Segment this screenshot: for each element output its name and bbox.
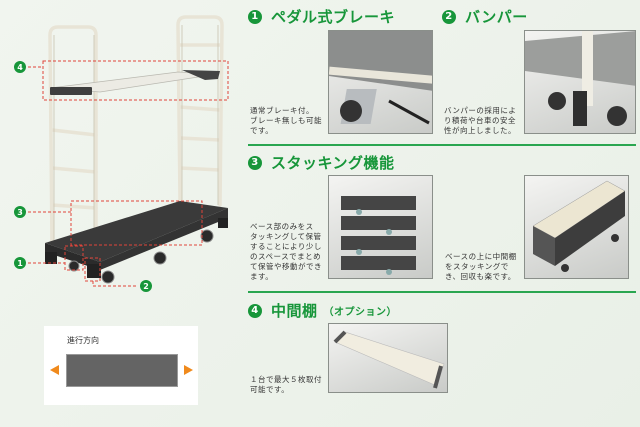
section-divider [248, 144, 636, 146]
feature-3-title: 3 スタッキング機能 [248, 152, 395, 173]
feature-3-description-2: ベースの上に中間棚 をスタッキングで き、回収も楽です。 [445, 252, 517, 281]
callout-1: 1 [14, 257, 26, 269]
number-badge: 2 [442, 9, 456, 24]
cart-base-top-view [66, 354, 178, 387]
cart-drawing [28, 15, 229, 287]
middle-shelf-photo [328, 323, 448, 393]
arrow-right-icon [184, 365, 193, 375]
bumper-photo [524, 30, 636, 134]
arrow-left-icon [50, 365, 59, 375]
feature-4-description: １台で最大５枚取付 可能です。 [250, 375, 322, 394]
feature-title-text: ペダル式ブレーキ [271, 8, 396, 26]
feature-title-text: 中間棚 [271, 302, 318, 320]
feature-1-title: 1 ペダル式ブレーキ [248, 6, 395, 27]
section-divider [248, 291, 636, 293]
cart-illustration: 4 3 1 2 [0, 0, 240, 300]
feature-title-text: バンパー [465, 8, 528, 26]
stacked-shelves-photo [524, 175, 629, 279]
pedal-brake-photo [328, 30, 433, 134]
feature-1-description: 通常ブレーキ付。 ブレーキ無しも可能 です。 [250, 106, 322, 135]
direction-diagram: 進行方向 [44, 326, 198, 405]
feature-title-text: スタッキング機能 [271, 154, 395, 172]
feature-2-description: バンパーの採用によ り積荷や台車の安全 性が向上しました。 [444, 106, 517, 135]
stacked-bases-photo [328, 175, 433, 279]
feature-4-title: 4 中間棚 （オプション） [248, 300, 397, 321]
feature-subtitle: （オプション） [323, 307, 398, 318]
callout-2: 2 [140, 280, 152, 292]
number-badge: 4 [248, 303, 262, 318]
feature-2-title: 2 バンパー [442, 6, 528, 27]
callout-4: 4 [14, 61, 26, 73]
feature-3-description: ベース部のみをス タッキングして保管 することにより少し のスペースでまとめ て… [250, 222, 322, 281]
number-badge: 1 [248, 9, 262, 24]
callout-3: 3 [14, 206, 26, 218]
number-badge: 3 [248, 155, 262, 170]
direction-label: 進行方向 [67, 336, 99, 345]
